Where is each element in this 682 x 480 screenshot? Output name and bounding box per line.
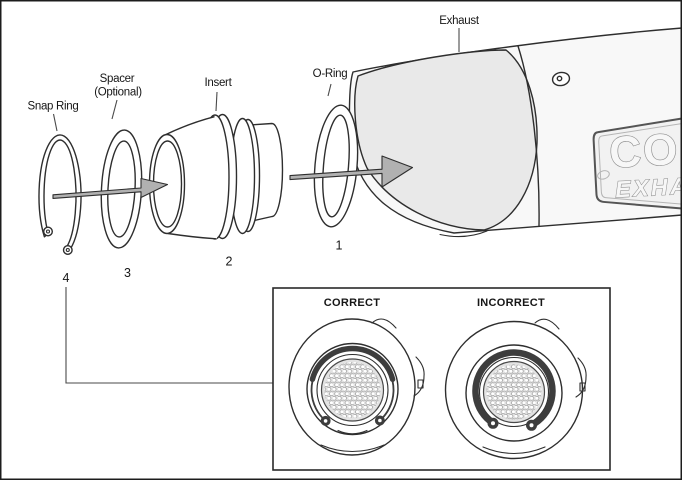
inset-label-incorrect: INCORRECT [477,297,545,309]
insert-part [148,113,284,240]
label-spacer-line1: Spacer [100,73,135,85]
leader-lines [52,28,460,132]
label-o-ring: O-Ring [313,68,348,80]
label-spacer-line2: (Optional) [94,87,142,99]
snap-ring-incorrect [472,349,556,431]
badge-text-line1: CO [608,125,680,178]
muffler-seam [517,45,540,227]
leader-snap-ring [52,113,58,132]
leader-insert [215,91,218,112]
snap-ring-part [38,134,82,255]
badge-oval [597,170,610,180]
exhaust-muffler: CO EXHA [348,27,682,238]
part-number-4: 4 [63,271,70,285]
rivet-icon [551,71,571,87]
leader-spacer [111,99,118,120]
assembly-arrow-left [52,177,169,199]
part-number-2: 2 [226,255,233,269]
inset-correct-view [288,318,425,456]
label-insert: Insert [205,77,233,89]
brand-badge: CO EXHA [592,116,682,211]
part-number-1: 1 [336,239,343,253]
inset-label-correct: CORRECT [324,297,381,309]
badge-text-line2: EXHA [615,172,682,202]
snap-ring-correct [309,345,396,426]
inset-panel: CORRECT INCORRECT [272,287,611,471]
leader-o-ring [327,83,332,97]
callout-connector [65,287,273,384]
label-exhaust: Exhaust [439,15,480,27]
muffler-lip-line [439,230,488,238]
o-ring-part [313,104,359,228]
muffler-opening [354,49,538,231]
assembly-arrow-right [289,155,414,188]
part-number-3: 3 [124,266,131,280]
label-snap-ring: Snap Ring [27,101,78,113]
inset-incorrect-view [444,318,587,460]
